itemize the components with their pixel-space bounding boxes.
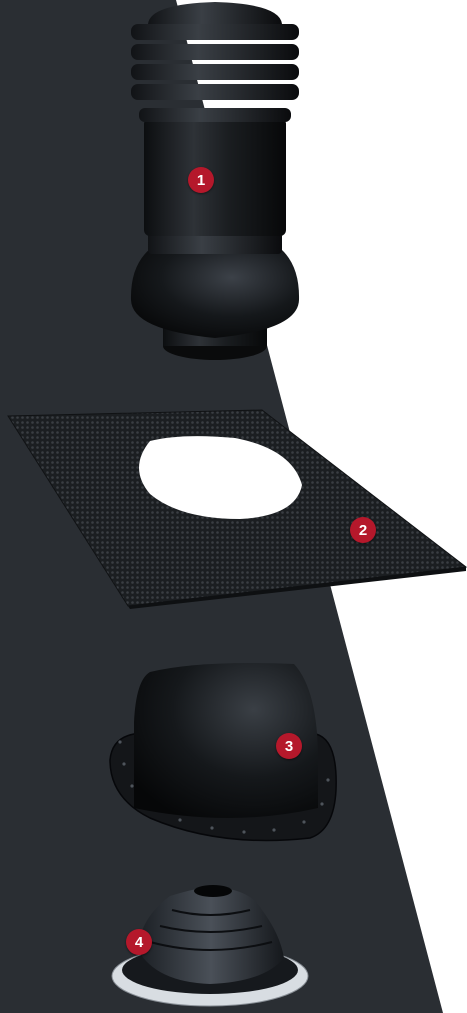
badge-2: 2: [350, 517, 376, 543]
badge-1: 1: [188, 167, 214, 193]
ventilation-outlet-illustration: [131, 2, 299, 360]
pass-through-element-illustration: [110, 663, 336, 841]
badge-4: 4: [126, 929, 152, 955]
badge-3: 3: [276, 733, 302, 759]
